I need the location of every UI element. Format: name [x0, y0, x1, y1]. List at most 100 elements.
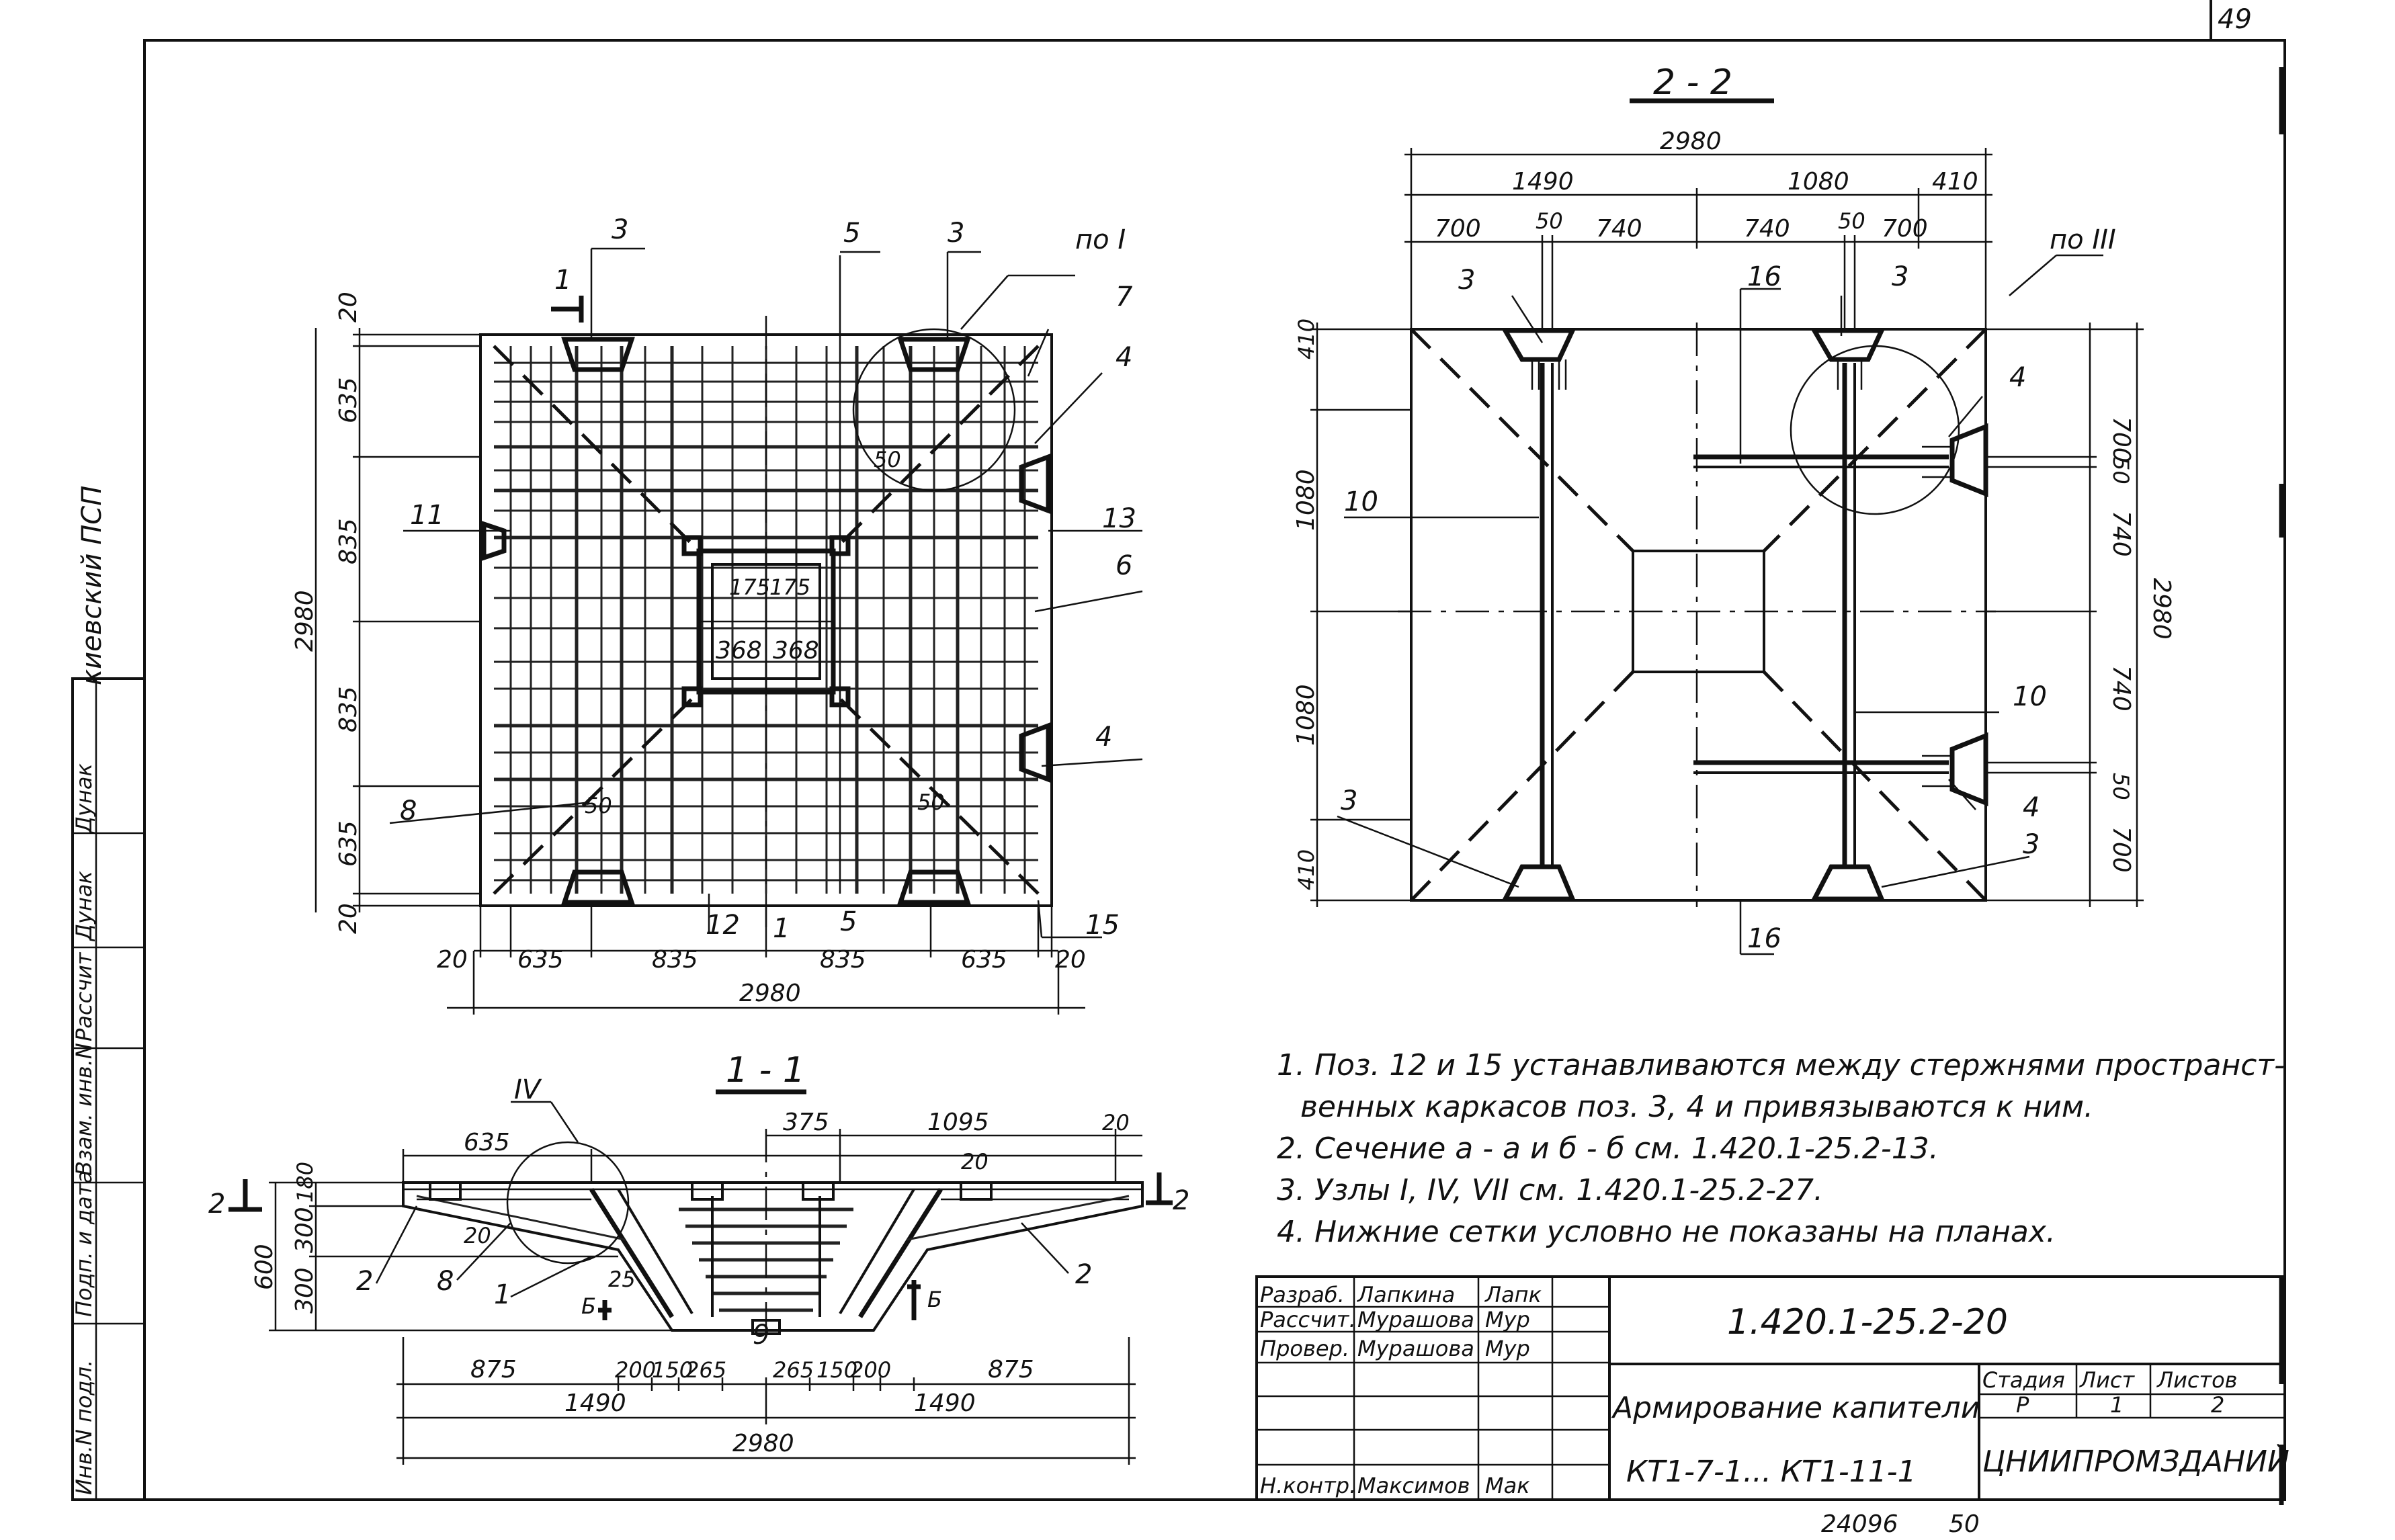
s11-dim-r2-1: 1490: [914, 1389, 976, 1417]
s22-dim-l2: 1080: [1292, 684, 1320, 746]
doc-title-1: Армирование капители: [1611, 1391, 1980, 1425]
note-line-1: 1. Поз. 12 и 15 устанавливаются между ст…: [1277, 1048, 2285, 1082]
plan-label-5b: 5: [840, 906, 857, 937]
s22-label-10b: 10: [2013, 681, 2047, 712]
plan-dim-l4: 635: [335, 820, 362, 867]
stamp-role-0: Разраб.: [1260, 1282, 1345, 1308]
plan-dim-b2: 835: [652, 946, 698, 974]
plan-dim-c2: 368: [716, 637, 762, 665]
s11-dim-b0: 875: [470, 1356, 517, 1383]
s11-cut-b2: Б: [581, 1293, 596, 1319]
s22-label-3d: 3: [2023, 829, 2040, 860]
s22-dim-l1: 1080: [1292, 469, 1320, 531]
s11-dim-r2-0: 1490: [564, 1389, 626, 1417]
sheets-value: 2: [2211, 1392, 2224, 1418]
plan-angle-1: 50: [585, 793, 612, 818]
plan-label-4a: 4: [1116, 342, 1132, 373]
stamp-role-6: Н.контр.: [1260, 1473, 1356, 1498]
plan-label-6: 6: [1116, 550, 1132, 581]
plan-view: [479, 255, 1053, 927]
sheet-value: 1: [2110, 1392, 2124, 1418]
s11-label-9: 9: [753, 1320, 769, 1351]
sidebar-stamp: [71, 677, 146, 1501]
s22-dim-rr0: 700: [2107, 417, 2135, 463]
s22-dim-r2-4: 50: [1838, 208, 1865, 234]
s11-dim-t4: 20: [961, 1149, 989, 1174]
s22-dim-rr4: 50: [2108, 773, 2134, 800]
stage-label: Стадия: [1982, 1367, 2065, 1393]
plan-dim-l5: 20: [335, 903, 362, 934]
plan-dim-l2: 835: [335, 518, 362, 564]
section-1-1-title: 1 - 1: [726, 1050, 805, 1090]
page-number: 50: [1949, 1510, 1980, 1538]
s11-dim-t0: 635: [464, 1129, 510, 1156]
s11-dim-b5: 150: [816, 1357, 857, 1383]
plan-dim-b5: 20: [1055, 946, 1086, 974]
plan-label-8: 8: [400, 796, 417, 826]
plan-dim-c3: 368: [773, 637, 819, 665]
s22-dim-r2-0: 700: [1435, 215, 1481, 243]
s22-dim-total: 2980: [1660, 128, 1722, 155]
plan-cut-label: 1: [554, 265, 571, 296]
section-2-2-title: 2 - 2: [1653, 62, 1732, 103]
s22-dim-right-total: 2980: [2148, 578, 2175, 640]
s22-dim-r2-2: 740: [1596, 215, 1642, 243]
plan-label-13: 13: [1102, 503, 1136, 534]
doc-title-2: КТ1-7-1... КТ1-11-1: [1626, 1455, 1917, 1489]
stamp-role-2: Провер.: [1260, 1336, 1349, 1361]
plan-label-11: 11: [410, 500, 444, 531]
s11-label-8: 8: [437, 1266, 454, 1297]
sheets-label: Листов: [2156, 1367, 2238, 1393]
s11-dim-l2: 300: [291, 1267, 319, 1314]
plan-dim-l3: 835: [335, 686, 362, 732]
s11-angle-25: 25: [608, 1267, 636, 1292]
s22-label-16a: 16: [1747, 261, 1781, 292]
s11-dim-b2: 150: [652, 1357, 693, 1383]
s22-label-3b: 3: [1892, 261, 1908, 292]
plan-dim-total-bottom: 2980: [739, 980, 801, 1007]
sidebar-inv-no: Инв.N подл.: [71, 1360, 97, 1495]
stamp-name-0: Лапкина: [1357, 1282, 1455, 1308]
corner-sheet-number: 49: [2218, 4, 2252, 35]
s22-dim-r1-2: 410: [1932, 168, 1978, 196]
note-line-3: 2. Сечение а - а и б - б см. 1.420.1-25.…: [1277, 1131, 1939, 1166]
stamp-sign-2: Мур: [1485, 1336, 1530, 1361]
s22-dim-r2-5: 700: [1882, 215, 1928, 243]
s22-label-3c: 3: [1341, 785, 1357, 816]
plan-label-3b: 3: [948, 218, 964, 249]
stamp-name-1: Мурашова: [1357, 1307, 1474, 1332]
sidebar-role: Рассчит: [71, 951, 97, 1041]
s11-dim-b3: 265: [685, 1357, 726, 1383]
stamp-role-1: Рассчит.: [1260, 1307, 1356, 1332]
plan-label-1b: 1: [773, 913, 790, 944]
s22-label-10a: 10: [1344, 486, 1378, 517]
title-block: [1255, 1275, 2286, 1501]
plan-label-4b: 4: [1095, 722, 1112, 753]
section-1-1-leaders: [375, 1205, 1069, 1298]
plan-label-12: 12: [706, 910, 740, 941]
plan-dim-b1: 635: [517, 946, 564, 974]
plan-rebar-grid: [494, 346, 1038, 894]
s22-dim-r2-3: 740: [1744, 215, 1790, 243]
s11-dim-t2: 1095: [927, 1109, 989, 1136]
plan-label-5: 5: [843, 218, 860, 249]
plan-dim-l1: 635: [335, 377, 362, 423]
s22-dim-rr2: 740: [2107, 511, 2135, 557]
section-1-1-dimensions: [269, 1129, 1142, 1465]
s22-dim-r1-1: 1080: [1788, 168, 1849, 196]
stamp-name-2: Мурашова: [1357, 1336, 1474, 1361]
plan-label-uzel1: по I: [1075, 224, 1126, 255]
s22-dim-l3: 410: [1294, 849, 1319, 890]
stamp-name-6: Максимов: [1357, 1473, 1470, 1498]
plan-angle-2: 50: [917, 789, 945, 815]
plan-dim-b3: 835: [820, 946, 866, 974]
s22-dim-l0: 410: [1294, 318, 1319, 359]
s22-dim-r2-1: 50: [1536, 208, 1563, 234]
s22-dim-rr3: 740: [2107, 665, 2135, 712]
sidebar-sign-date: Подп. и дата: [71, 1170, 97, 1317]
s11-uzel4-leader: [550, 1101, 579, 1143]
section-1-1: [228, 1089, 1173, 1344]
plan-leaders: [389, 247, 1143, 939]
s22-label-16b: 16: [1747, 923, 1781, 954]
